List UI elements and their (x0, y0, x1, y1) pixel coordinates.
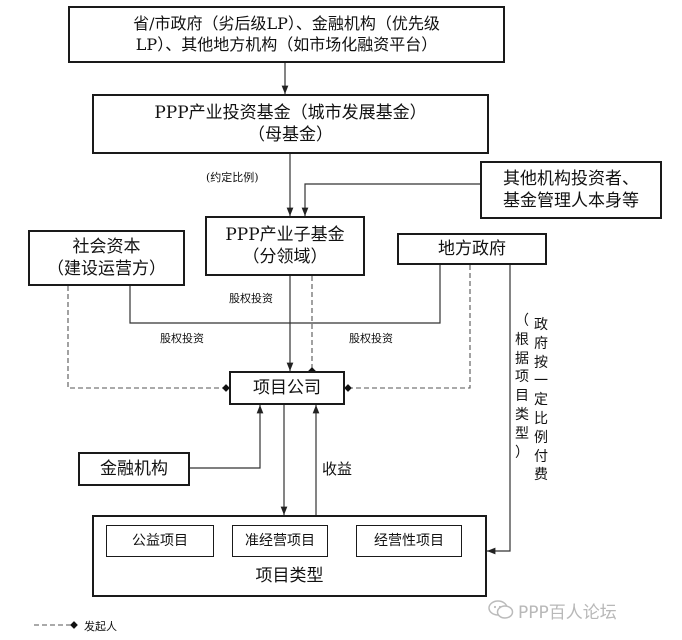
top-lps-line2: LP）、其他地方机构（如市场化融资平台） (135, 34, 438, 54)
label-gov-payment-paren: （ 根 据 项 目 类 型 ） (515, 313, 529, 461)
legend-initiator-label: 发起人 (84, 620, 117, 633)
financial-institution-label: 金融机构 (100, 458, 168, 479)
public-project-label: 公益项目 (132, 532, 188, 549)
top-lps-line1: 省/市政府（劣后级LP）、金融机构（优先级 (133, 13, 440, 33)
label-agreed-ratio: (约定比例) (206, 171, 259, 184)
box-financial-institution: 金融机构 (78, 452, 190, 486)
quasi-project-label: 准经营项目 (245, 532, 315, 549)
other-investors-line1: 其他机构投资者、 (503, 168, 639, 189)
local-gov-label: 地方政府 (438, 238, 506, 259)
mother-fund-line2: （母基金） (248, 125, 333, 145)
box-other-investors: 其他机构投资者、 基金管理人本身等 (480, 161, 662, 219)
box-mother-fund: PPP产业投资基金（城市发展基金） （母基金） (92, 94, 489, 154)
sub-fund-line1: PPP产业子基金 (225, 224, 345, 245)
edge-equity-join (129, 265, 441, 324)
edge-gov-payment (487, 265, 511, 555)
box-public-project: 公益项目 (106, 525, 214, 557)
watermark-text: PPP百人论坛 (518, 603, 617, 623)
box-project-company: 项目公司 (229, 371, 345, 405)
other-investors-line2: 基金管理人本身等 (503, 191, 639, 211)
label-equity-right: 股权投资 (349, 332, 393, 345)
label-revenue: 收益 (322, 460, 353, 478)
edge-other-investors-to-subfund (301, 183, 480, 216)
social-capital-line1: 社会资本 (72, 236, 141, 257)
edge-initiator-gov (344, 265, 471, 392)
sub-fund-line2: （分领域） (242, 247, 328, 267)
mother-fund-line1: PPP产业投资基金（城市发展基金） (154, 102, 427, 123)
box-commercial-project: 经营性项目 (356, 525, 462, 557)
social-capital-line2: （建设运营方） (47, 259, 166, 279)
commercial-project-label: 经营性项目 (374, 532, 444, 549)
label-gov-payment: 政 府 按 一 定 比 例 付 费 (534, 317, 548, 484)
wechat-icon (488, 600, 514, 619)
edge-finance-to-company (190, 405, 264, 469)
box-sub-fund: PPP产业子基金 （分领域） (205, 216, 365, 276)
edge-initiator-social (67, 286, 230, 392)
project-types-title: 项目类型 (255, 565, 324, 586)
label-equity-left: 股权投资 (160, 332, 204, 345)
project-company-label: 项目公司 (253, 377, 321, 398)
label-equity-center: 股权投资 (229, 292, 273, 305)
box-quasi-project: 准经营项目 (232, 525, 328, 557)
box-local-gov: 地方政府 (397, 233, 547, 265)
box-top-lps: 省/市政府（劣后级LP）、金融机构（优先级 LP）、其他地方机构（如市场化融资平… (68, 6, 505, 63)
box-social-capital: 社会资本 （建设运营方） (28, 230, 185, 286)
